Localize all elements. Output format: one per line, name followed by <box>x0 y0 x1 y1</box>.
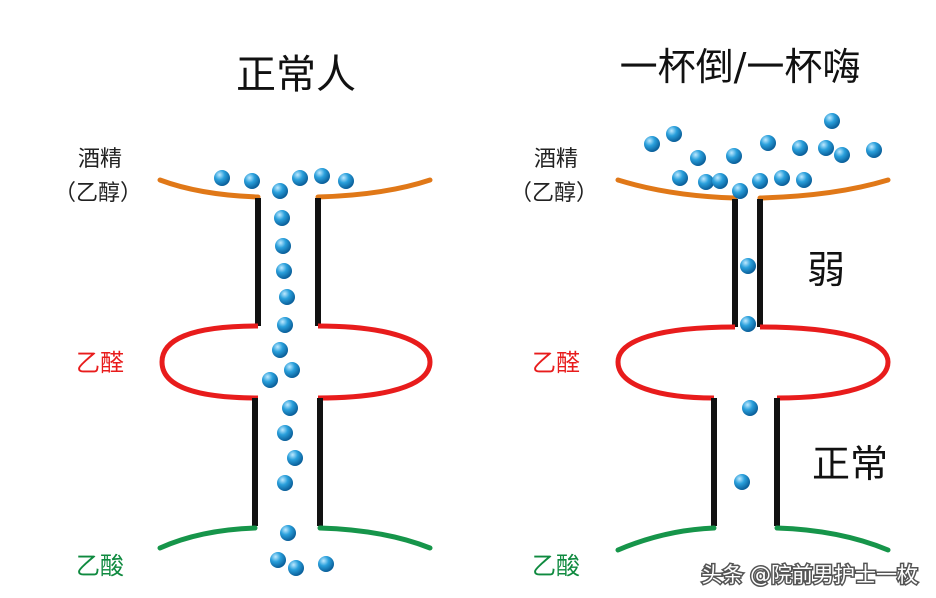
molecules-normal <box>214 168 354 576</box>
molecule <box>792 140 808 156</box>
molecule <box>284 362 300 378</box>
molecule <box>280 525 296 541</box>
molecule <box>824 113 840 129</box>
alcohol-curve-right-r <box>757 177 891 201</box>
molecule <box>275 238 291 254</box>
molecule <box>740 258 756 274</box>
molecule <box>274 210 290 226</box>
molecule <box>866 142 882 158</box>
aldehyde-ring-right-r <box>759 324 891 401</box>
molecule <box>270 552 286 568</box>
molecule <box>262 372 278 388</box>
molecule <box>318 556 334 572</box>
molecule <box>796 172 812 188</box>
aldehyde-ring-left <box>159 323 259 401</box>
molecule <box>214 170 230 186</box>
aldehyde-ring-left-r <box>615 324 736 401</box>
molecule <box>279 289 295 305</box>
molecule <box>740 316 756 332</box>
molecule <box>732 183 748 199</box>
molecule <box>276 263 292 279</box>
aldehyde-ring-right <box>317 323 433 401</box>
panel-normal-person: 正常人 酒精 （乙醇） 乙醛 乙酸 <box>54 52 433 580</box>
molecule <box>277 425 293 441</box>
acid-curve-right <box>317 525 433 551</box>
molecule <box>774 170 790 186</box>
molecule <box>834 147 850 163</box>
label-acetic-acid: 乙酸 <box>76 552 124 580</box>
alcohol-curve-right <box>315 177 433 200</box>
molecule <box>244 173 260 189</box>
alcohol-curve-left <box>157 177 261 200</box>
molecule <box>644 136 660 152</box>
molecule <box>672 170 688 186</box>
acid-curve-left-r <box>615 525 717 553</box>
label-acetaldehyde: 乙醛 <box>76 349 124 377</box>
acid-curve-left <box>157 525 258 551</box>
molecule <box>742 400 758 416</box>
molecule <box>734 474 750 490</box>
label-ethanol-right: （乙醇） <box>510 181 598 206</box>
molecule <box>752 173 768 189</box>
title-normal-person: 正常人 <box>236 52 356 98</box>
molecule <box>338 173 354 189</box>
title-one-cup: 一杯倒/一杯嗨 <box>620 45 861 89</box>
molecules-one-cup <box>644 113 882 490</box>
molecule <box>288 560 304 576</box>
panel-one-cup: 一杯倒/一杯嗨 酒精 （乙醇） 乙醛 乙酸 弱 正常 <box>510 45 891 580</box>
alcohol-curve-left-r <box>615 177 738 201</box>
molecule <box>818 140 834 156</box>
molecule <box>666 126 682 142</box>
molecule <box>726 148 742 164</box>
molecule <box>272 342 288 358</box>
acid-curve-right-r <box>774 525 891 553</box>
molecule <box>292 170 308 186</box>
molecule <box>760 135 776 151</box>
molecule <box>272 183 288 199</box>
watermark: 头条 @院前男护士一枚 <box>701 563 918 587</box>
molecule <box>314 168 330 184</box>
label-acetic-acid-right: 乙酸 <box>532 552 580 580</box>
label-alcohol-right: 酒精 <box>534 147 578 172</box>
molecule <box>277 317 293 333</box>
label-weak: 弱 <box>807 248 845 292</box>
label-ethanol: （乙醇） <box>54 181 142 206</box>
molecule <box>287 450 303 466</box>
molecule <box>698 174 714 190</box>
label-alcohol: 酒精 <box>78 147 122 172</box>
label-normal-rate: 正常 <box>812 442 888 486</box>
molecule <box>712 173 728 189</box>
molecule <box>282 400 298 416</box>
molecule <box>277 475 293 491</box>
molecule <box>690 150 706 166</box>
label-acetaldehyde-right: 乙醛 <box>532 349 580 377</box>
